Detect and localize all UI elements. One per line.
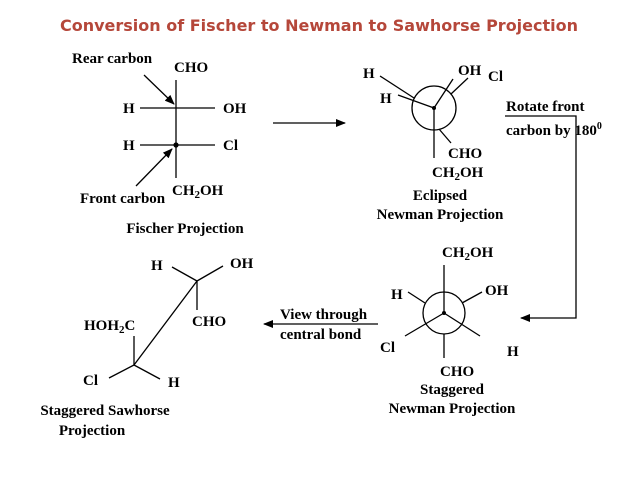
fischer-upper-right-group: OH: [223, 101, 247, 117]
fischer-top-group: CHO: [174, 60, 208, 76]
staggered-ch2oh: CH2OH: [442, 245, 494, 263]
sawhorse-cho: CHO: [192, 314, 226, 330]
eclipsed-cl: Cl: [488, 69, 503, 85]
staggered-oh: OH: [485, 283, 509, 299]
fischer-caption: Fischer Projection: [126, 221, 244, 237]
staggered-rear-bond-oh: [461, 291, 483, 304]
fischer-projection: Rear carbon Front carbon CHO H OH H Cl C…: [72, 51, 247, 237]
eclipsed-rear-bond-cl: [450, 77, 469, 95]
eclipsed-front-bond-oh: [433, 78, 454, 109]
eclipsed-front-carbon-dot: [432, 106, 436, 110]
rear-carbon-label: Rear carbon: [72, 51, 153, 67]
staggered-rear-bond-h: [407, 291, 426, 304]
sawhorse-h-top: H: [151, 258, 163, 274]
front-carbon-dot: [173, 142, 179, 148]
sawhorse-hoh2c: HOH2C: [84, 318, 135, 336]
page-title: Conversion of Fischer to Newman to Sawho…: [60, 16, 578, 35]
sawhorse-caption-line2: Projection: [59, 423, 126, 439]
fischer-upper-left-group: H: [123, 101, 135, 117]
staggered-newman-projection: CH2OH H OH Cl H CHO Staggered Newman Pro…: [380, 245, 519, 417]
eclipsed-newman-projection: H H OH Cl CHO CH2OH Eclipsed Newman Proj…: [363, 63, 504, 223]
staggered-caption-line2: Newman Projection: [389, 401, 516, 417]
rotate-text-line1: Rotate front: [506, 99, 584, 115]
rotate-text-line2: carbon by 1800: [506, 121, 602, 139]
staggered-h-left: H: [391, 287, 403, 303]
sawhorse-caption-line1: Staggered Sawhorse: [40, 403, 170, 419]
sawhorse-front-bond-h: [133, 364, 161, 380]
sawhorse-central-bond: [133, 280, 198, 366]
eclipsed-oh: OH: [458, 63, 482, 79]
eclipsed-caption-line1: Eclipsed: [413, 188, 468, 204]
staggered-front-bond-cl: [404, 312, 445, 337]
sawhorse-cl: Cl: [83, 373, 98, 389]
sawhorse-projection: H OH CHO HOH2C Cl H Staggered Sawhorse P…: [40, 256, 253, 439]
staggered-h-right: H: [507, 344, 519, 360]
fischer-lower-left-group: H: [123, 138, 135, 154]
fischer-bottom-group: CH2OH: [172, 183, 224, 201]
view-text-line1: View through: [280, 307, 368, 323]
sawhorse-h-bottom: H: [168, 375, 180, 391]
staggered-cl: Cl: [380, 340, 395, 356]
eclipsed-cho: CHO: [448, 146, 482, 162]
staggered-cho: CHO: [440, 364, 474, 380]
eclipsed-rear-bond-cho: [438, 128, 452, 144]
eclipsed-h-upper: H: [363, 66, 375, 82]
rotate-connector-arrow: [505, 115, 577, 322]
sawhorse-rear-bond-oh: [196, 265, 224, 282]
eclipsed-rear-bond-h: [379, 75, 415, 99]
eclipsed-front-bond-h: [397, 94, 435, 109]
front-carbon-label: Front carbon: [80, 191, 166, 207]
staggered-front-bond-h: [443, 312, 481, 337]
sawhorse-rear-bond-h: [171, 266, 198, 282]
sawhorse-front-bond-cl: [108, 364, 135, 379]
rear-carbon-arrow: [143, 74, 175, 105]
fischer-lower-right-group: Cl: [223, 138, 238, 154]
eclipsed-caption-line2: Newman Projection: [377, 207, 504, 223]
eclipsed-h-lower: H: [380, 91, 392, 107]
eclipsed-ch2oh: CH2OH: [432, 165, 484, 183]
front-carbon-arrow: [135, 148, 173, 187]
sawhorse-oh-top: OH: [230, 256, 254, 272]
staggered-caption-line1: Staggered: [420, 382, 485, 398]
staggered-front-carbon-dot: [442, 311, 446, 315]
view-text-line2: central bond: [280, 327, 362, 343]
